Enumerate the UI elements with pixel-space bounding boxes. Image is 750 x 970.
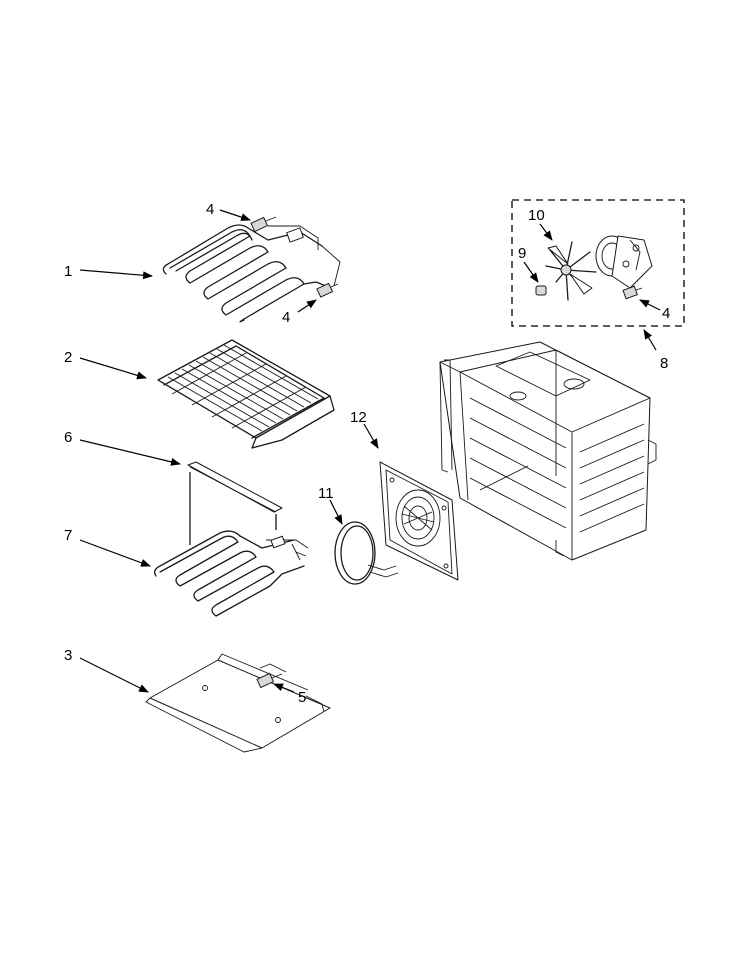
callout-labels: 1 2 3 4 4 4 5 6 7 8 9 10 11 12 bbox=[64, 201, 670, 706]
callout-4b: 4 bbox=[282, 309, 290, 326]
fan-blade bbox=[545, 241, 597, 301]
leader-lines bbox=[79, 209, 661, 693]
fan-nut bbox=[535, 285, 547, 296]
screw-4a bbox=[250, 216, 277, 232]
callout-6: 6 bbox=[64, 429, 72, 446]
callout-1: 1 bbox=[64, 263, 72, 280]
fan-kit-boundary bbox=[511, 199, 685, 327]
oven-rack bbox=[157, 339, 335, 449]
oven-cavity bbox=[439, 341, 657, 561]
screw-5 bbox=[256, 672, 283, 688]
callout-4a: 4 bbox=[206, 201, 214, 218]
screw-4b bbox=[316, 282, 339, 298]
convection-element bbox=[334, 521, 399, 585]
fan-motor bbox=[595, 235, 653, 289]
broil-element bbox=[162, 224, 341, 323]
callout-7: 7 bbox=[64, 527, 72, 544]
fan-cover bbox=[379, 461, 459, 581]
callout-3: 3 bbox=[64, 647, 72, 664]
callout-10: 10 bbox=[528, 207, 545, 224]
callout-9: 9 bbox=[518, 245, 526, 262]
screw-4c bbox=[622, 285, 643, 300]
bake-element bbox=[154, 530, 309, 617]
callout-8: 8 bbox=[660, 355, 668, 372]
element-cover bbox=[187, 461, 283, 545]
callout-2: 2 bbox=[64, 349, 72, 366]
callout-5: 5 bbox=[298, 689, 306, 706]
callout-11: 11 bbox=[318, 485, 334, 502]
callout-4c: 4 bbox=[662, 305, 670, 322]
bottom-panel bbox=[145, 653, 331, 753]
callout-12: 12 bbox=[350, 409, 367, 426]
